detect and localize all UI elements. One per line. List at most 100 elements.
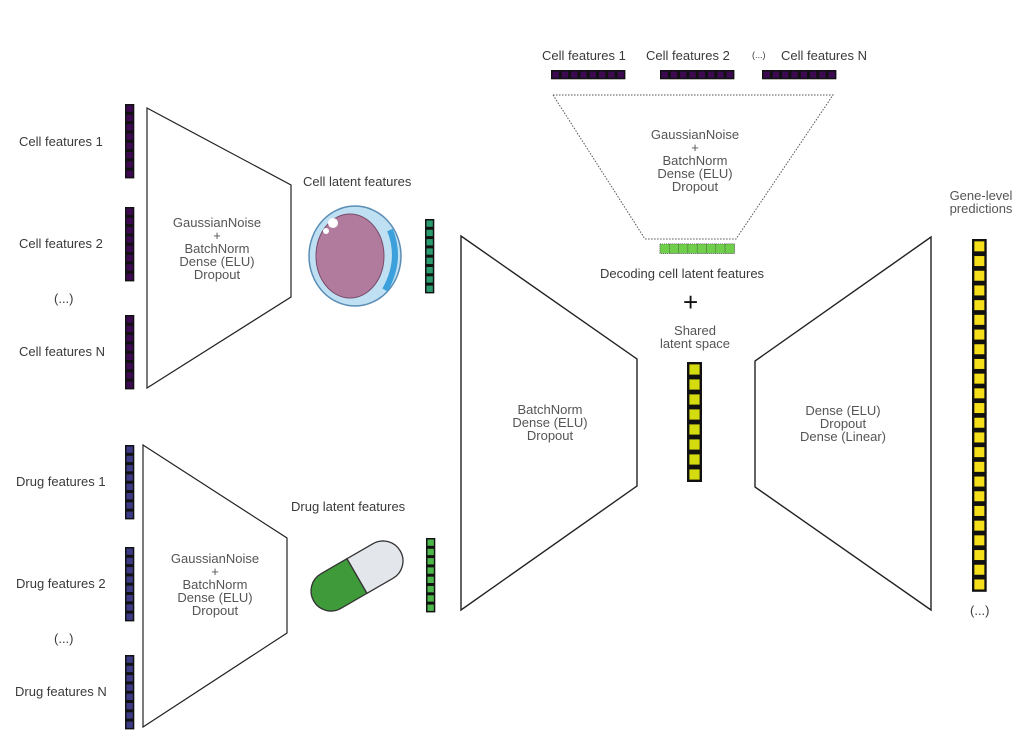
layer-line: BatchNorm	[184, 241, 250, 256]
cell-features-2-vector-cell	[126, 273, 133, 280]
decoder-output-n-vector-cell	[782, 71, 789, 78]
cell-features-n-vector-cell	[126, 353, 133, 361]
gene-predictions-vector-cell	[974, 403, 985, 414]
cell-features-1-vector-frame	[125, 104, 135, 179]
cell-features-2-vector-cell	[126, 264, 133, 271]
drug-features-n-label: Drug features N	[15, 684, 107, 699]
gene-predictions-vector-cell	[974, 300, 985, 311]
cell-encoder-block	[146, 106, 292, 390]
gene-predictions-vector-cell	[974, 520, 985, 531]
label-line: Shared	[674, 323, 716, 338]
layer-line: Dense (ELU)	[179, 254, 255, 269]
cell-latent-vector-cell	[426, 276, 433, 283]
decoder-output-1-vector-cell	[589, 71, 597, 78]
decoder-output-2-vector-frame	[660, 70, 735, 80]
drug-features-n-vector-cell	[126, 684, 133, 691]
layer-line: Dense (Linear)	[800, 429, 886, 444]
gene-predictions-vector-cell	[974, 476, 985, 487]
drug-features-1-vector-cell	[126, 446, 133, 453]
cell-features-2-vector-cell	[126, 236, 133, 243]
cell-features-2-vector-cell	[126, 227, 133, 234]
drug-encoder-text: GaussianNoise + BatchNorm Dense (ELU) Dr…	[150, 552, 280, 617]
cell-latent-label: Cell latent features	[303, 174, 412, 189]
label-line: Gene-level	[949, 188, 1013, 203]
cell-features-1-vector-cell	[126, 105, 133, 112]
layer-line: BatchNorm	[517, 402, 583, 417]
decoder-output-n-vector-cell	[791, 71, 798, 78]
drug-features-n-vector-cell	[126, 675, 133, 682]
cell-features-1-vector-cell	[126, 124, 133, 131]
decoder-output-1-vector-cell	[561, 71, 569, 78]
layer-line: Dropout	[526, 428, 574, 443]
drug-features-n-vector-cell	[126, 656, 133, 663]
gene-predictions-vector-cell	[974, 505, 985, 516]
plus-icon: +	[683, 287, 699, 317]
gene-predictions-vector-cell	[974, 564, 985, 575]
cell-features-1-vector-cell	[126, 161, 133, 168]
decoder-output-2-vector-cell	[726, 71, 733, 78]
cell-features-n-label: Cell features N	[19, 344, 105, 359]
gene-predictions-vector-cell	[974, 447, 985, 458]
drug-features-2-vector-cell	[126, 548, 133, 555]
decoder-output-2-vector-cell	[680, 71, 687, 78]
drug-features-2-vector-cell	[126, 567, 133, 574]
cell-illustration-icon	[308, 205, 402, 307]
decoder-output-1-vector-cell	[580, 71, 587, 78]
joint-encoder-block	[460, 234, 638, 612]
drug-latent-label: Drug latent features	[291, 499, 406, 514]
decoder-output-n-vector-cell	[809, 71, 817, 78]
decoder-output-1-vector	[551, 70, 626, 80]
cell-latent-vector-cell	[426, 285, 433, 292]
cell-features-n-vector-frame	[125, 315, 135, 390]
predictions-title: Gene-level predictions	[936, 189, 1024, 215]
layer-line: Dropout	[193, 267, 241, 282]
drug-features-ellipsis: (...)	[54, 631, 74, 646]
decoder-output-1-vector-cell	[571, 71, 578, 78]
cell-features-1-vector-cell	[126, 142, 133, 150]
decoder-output-n-vector-cell	[828, 71, 835, 78]
cell-features-2-vector-cell	[126, 254, 133, 262]
drug-encoder-block	[142, 443, 288, 729]
cell-features-n-vector-cell	[126, 344, 133, 351]
pill-capsule-icon	[310, 540, 404, 612]
cell-latent-vector-cell	[426, 220, 433, 227]
drug-features-2-label: Drug features 2	[16, 576, 106, 591]
predictor-block	[754, 235, 932, 612]
label-line: latent space	[659, 336, 731, 351]
drug-features-1-vector-cell	[126, 465, 133, 472]
drug-features-1-vector-cell	[126, 474, 133, 481]
layer-line: +	[213, 228, 221, 243]
drug-latent-vector-cell	[427, 576, 434, 584]
gene-predictions-vector-cell	[974, 491, 985, 502]
layer-line: +	[691, 140, 699, 155]
drug-features-1-vector-cell	[126, 511, 133, 518]
drug-features-1-vector-cell	[126, 455, 133, 463]
predictor-text: Dense (ELU) Dropout Dense (Linear)	[778, 404, 908, 443]
decoder-output-1-vector-frame	[551, 70, 626, 80]
drug-latent-vector-cell	[427, 539, 434, 546]
drug-features-2-vector-cell	[126, 613, 133, 620]
gene-predictions-vector-cell	[974, 270, 985, 281]
layer-line: Dropout	[191, 603, 239, 618]
decoded-latent-vector-cell	[659, 243, 670, 254]
drug-features-1-vector-frame	[125, 445, 135, 520]
cell-latent-vector-cell	[426, 229, 433, 237]
shared-latent-vector-frame	[687, 362, 702, 482]
label-line: predictions	[949, 201, 1013, 216]
gene-predictions-vector-cell	[974, 432, 985, 443]
cell-decoder-text: GaussianNoise + BatchNorm Dense (ELU) Dr…	[630, 128, 760, 193]
drug-features-1-vector-cell	[126, 483, 133, 491]
gene-predictions-vector-cell	[974, 535, 985, 546]
decoder-output-1-vector-cell	[608, 71, 615, 78]
cell-latent-vector-cell	[426, 257, 433, 265]
layer-line: GaussianNoise	[172, 215, 262, 230]
decoder-output-2-label: Cell features 2	[646, 48, 730, 63]
layer-line: +	[211, 564, 219, 579]
drug-latent-vector-cell	[427, 604, 434, 611]
layer-line: BatchNorm	[662, 153, 728, 168]
predictions-ellipsis: (...)	[970, 603, 990, 618]
cell-latent-vector-cell	[426, 239, 433, 246]
gene-predictions-vector-cell	[974, 314, 985, 325]
layer-line: BatchNorm	[182, 577, 248, 592]
drug-features-2-vector-cell	[126, 557, 133, 565]
